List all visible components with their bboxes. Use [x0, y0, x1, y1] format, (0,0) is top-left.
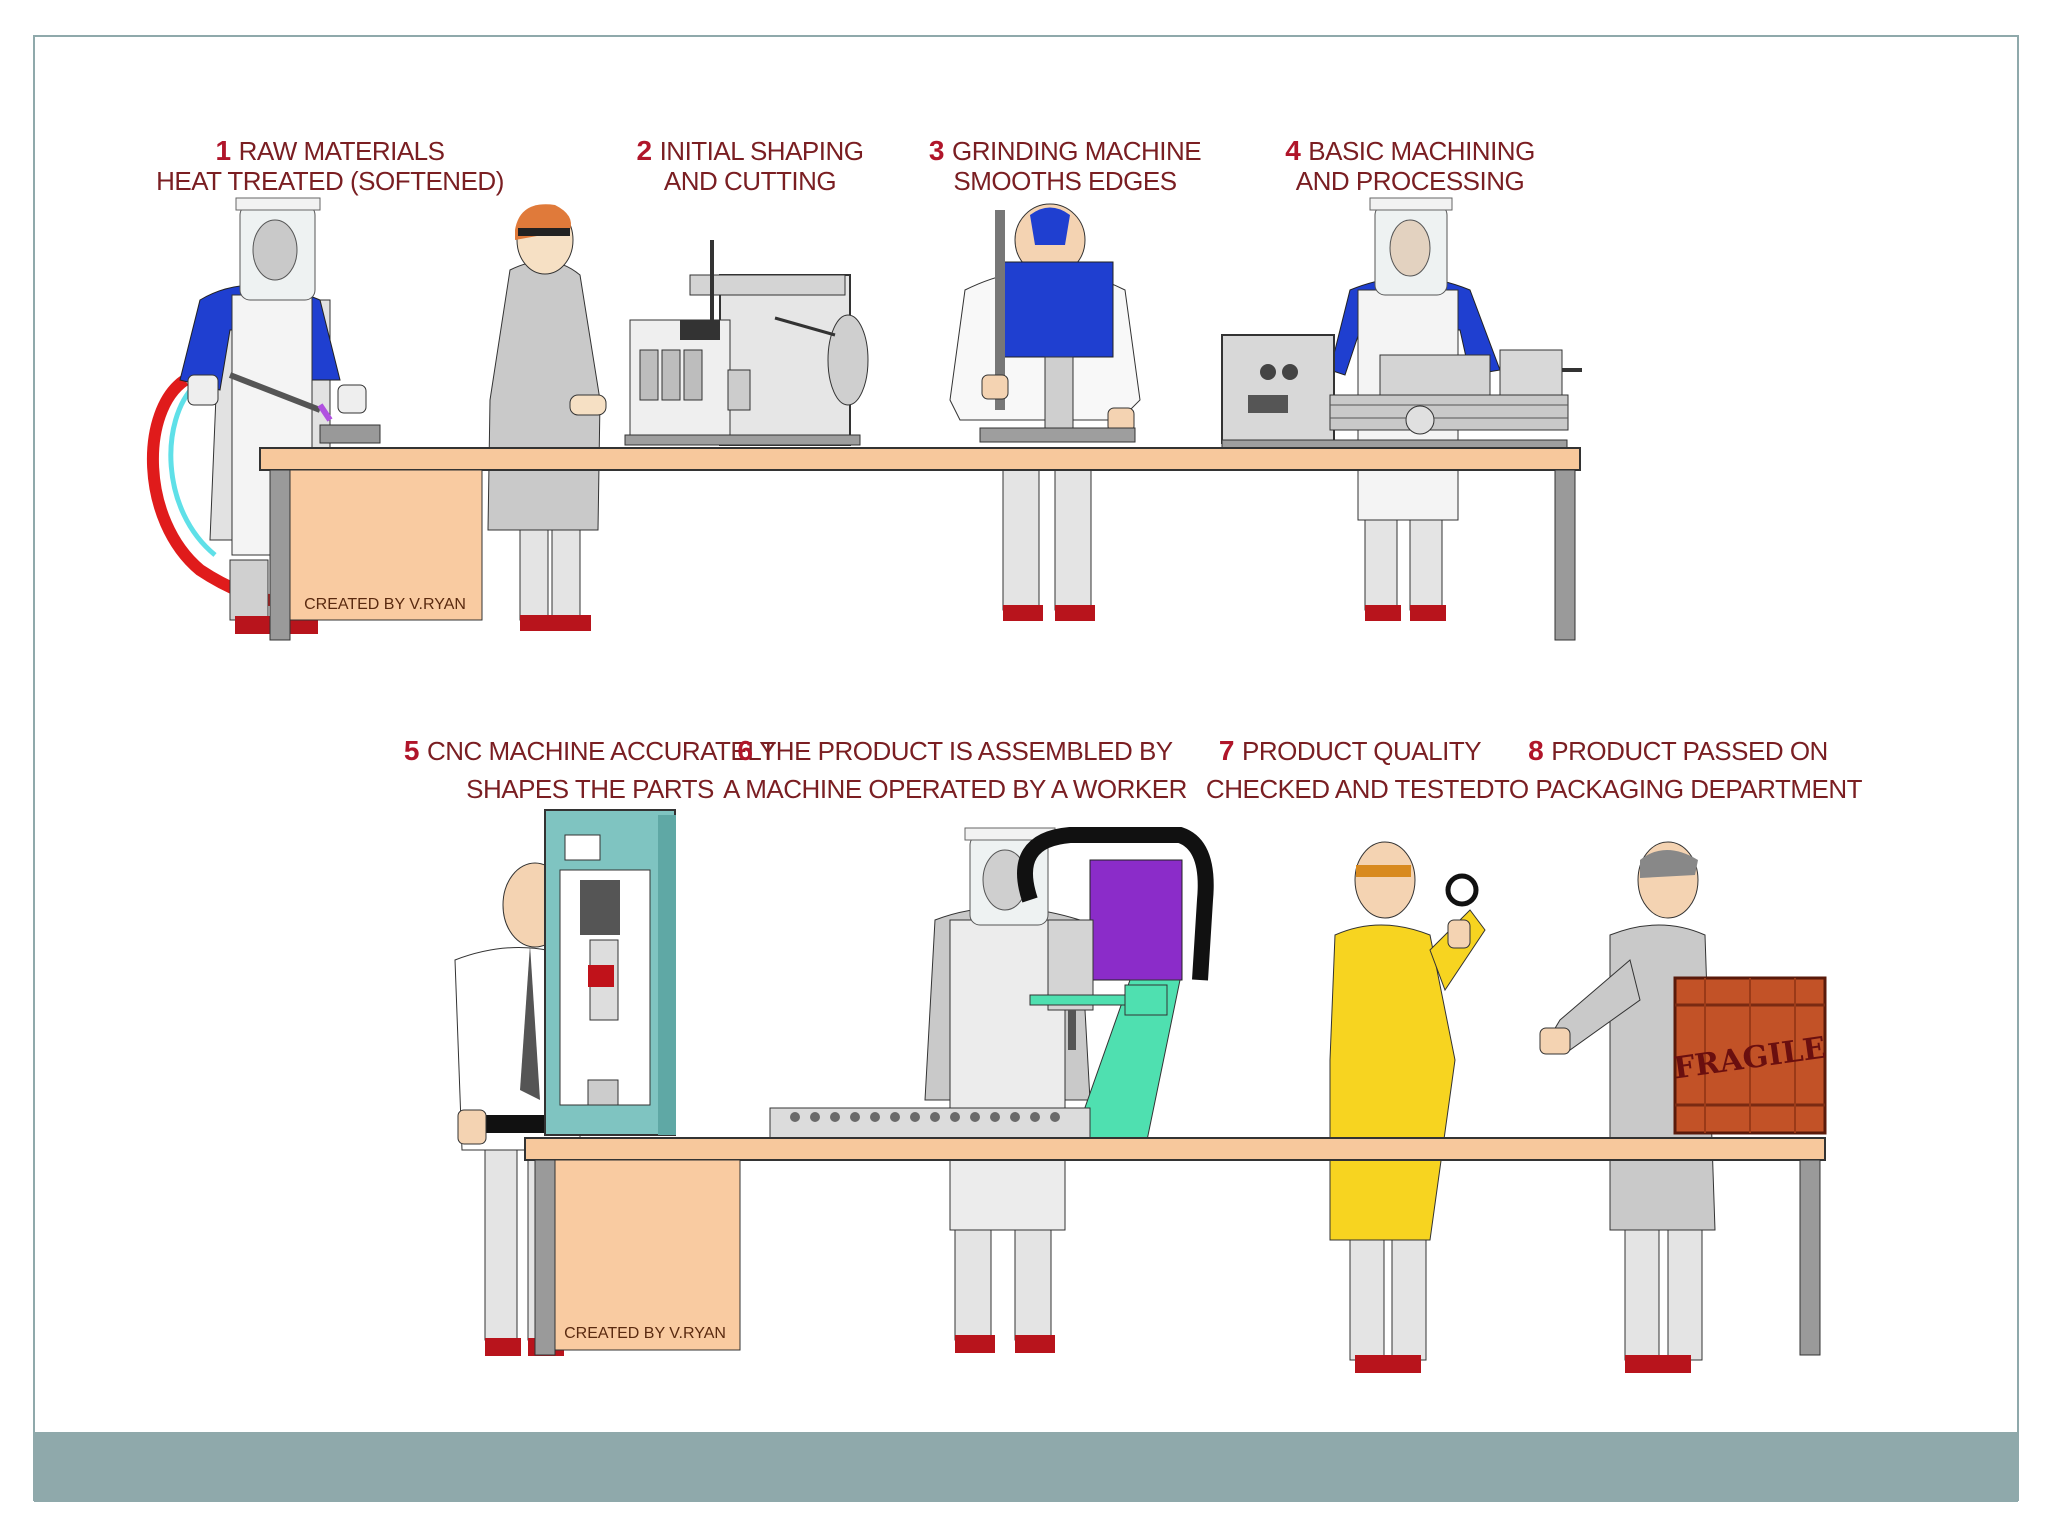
step-3-line2: SMOOTHS EDGES [953, 166, 1176, 196]
bottom-bench-cabinet [554, 1159, 741, 1351]
step-2-line1: INITIAL SHAPING [660, 136, 864, 166]
cnc-machine [544, 809, 676, 1136]
step-1-number: 1 [216, 135, 231, 166]
step-1-line2: HEAT TREATED (SOFTENED) [156, 166, 504, 196]
worker-3-grinder [949, 203, 1141, 621]
step-1-label: 1 RAW MATERIALS HEAT TREATED (SOFTENED) [156, 135, 504, 196]
step-7-line1: PRODUCT QUALITY [1242, 736, 1481, 766]
top-credit-text: CREATED BY V.RYAN [304, 596, 466, 613]
step-6-number: 6 [737, 735, 752, 766]
fragile-crate: FRAGILE [1672, 976, 1828, 1135]
step-3-label: 3 GRINDING MACHINE SMOOTHS EDGES [929, 135, 1202, 196]
footer-band [34, 1432, 2018, 1502]
step-7-number: 7 [1219, 735, 1234, 766]
bottom-credit-text: CREATED BY V.RYAN [564, 1325, 726, 1342]
step-5-line2: SHAPES THE PARTS [466, 774, 714, 804]
step-1-line1: RAW MATERIALS [239, 136, 445, 166]
conveyor-belt [769, 1107, 1091, 1139]
lathe-machine [1221, 334, 1582, 449]
magnifier-icon [1445, 873, 1479, 907]
top-workbench: CREATED BY V.RYAN [259, 447, 1581, 641]
step-6-line1: THE PRODUCT IS ASSEMBLED BY [760, 736, 1172, 766]
assembly-machine [1017, 827, 1214, 1151]
step-2-number: 2 [637, 135, 652, 166]
step-3-line1: GRINDING MACHINE [952, 136, 1201, 166]
shaping-machine [624, 240, 869, 446]
step-8-number: 8 [1528, 735, 1543, 766]
step-4-number: 4 [1285, 135, 1301, 166]
step-5-number: 5 [404, 735, 419, 766]
step-5-label: 5 CNC MACHINE ACCURATELY SHAPES THE PARTS [404, 735, 777, 804]
step-4-line2: AND PROCESSING [1296, 166, 1525, 196]
worker-7-inspector [1329, 841, 1486, 1373]
step-8-label: 8 PRODUCT PASSED ON TO PACKAGING DEPARTME… [1494, 735, 1863, 804]
bottom-bench-surface [524, 1137, 1826, 1161]
gas-hose-cyan [168, 383, 217, 557]
step-8-line2: TO PACKAGING DEPARTMENT [1494, 774, 1863, 804]
step-7-label: 7 PRODUCT QUALITY CHECKED AND TESTED [1206, 735, 1495, 804]
step-5-line1: CNC MACHINE ACCURATELY [427, 736, 776, 766]
top-bench-cabinet [289, 469, 483, 621]
step-2-line2: AND CUTTING [664, 166, 836, 196]
step-6-line2: A MACHINE OPERATED BY A WORKER [723, 774, 1187, 804]
step-8-line1: PRODUCT PASSED ON [1551, 736, 1828, 766]
top-bench-surface [259, 447, 1581, 471]
step-2-label: 2 INITIAL SHAPING AND CUTTING [637, 135, 865, 196]
step-4-line1: BASIC MACHINING [1308, 136, 1535, 166]
bottom-workbench: CREATED BY V.RYAN [524, 1137, 1826, 1356]
step-6-label: 6 THE PRODUCT IS ASSEMBLED BY A MACHINE O… [723, 735, 1187, 804]
step-3-number: 3 [929, 135, 944, 166]
step-7-line2: CHECKED AND TESTED [1206, 774, 1494, 804]
